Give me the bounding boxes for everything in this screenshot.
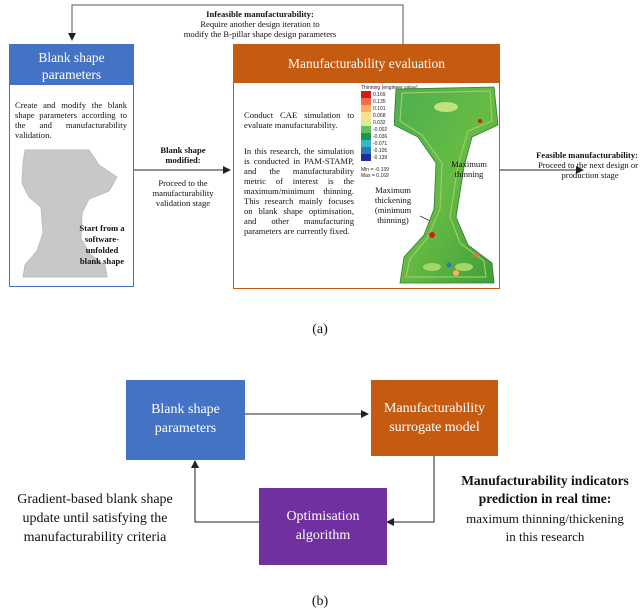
max-thinning-line2: thinning: [454, 169, 484, 179]
feasible-label: Feasible manufacturability: Proceed to t…: [500, 150, 640, 180]
blank-shape-box: Blank shape parameters Create and modify…: [9, 44, 134, 287]
legend-swatch: [361, 98, 371, 105]
legend-value: 0.101: [373, 105, 386, 112]
legend-row: 0.169: [361, 91, 418, 98]
legend-title: Thinning (engineer value): [361, 85, 418, 91]
blank-modified-text: Proceed to the manufacturability validat…: [138, 178, 228, 208]
legend-value: -0.002: [373, 126, 388, 133]
eval-para1: Conduct CAE simulation to evaluate manuf…: [244, 110, 354, 130]
feedback-line2: modify the B-pillar shape design paramet…: [183, 29, 337, 39]
legend-value: -0.036: [373, 133, 388, 140]
feedback-line1: Require another design iteration to: [200, 19, 320, 29]
b-left-line3: manufacturability criteria: [23, 530, 167, 545]
b-right-text: Manufacturability indicators prediction …: [452, 472, 638, 546]
legend-value: -0.071: [373, 140, 388, 147]
legend-swatch: [361, 126, 371, 133]
b-pillar-simulation-image: [394, 86, 499, 284]
legend-value: 0.135: [373, 98, 386, 105]
b-left-line2: update until satisfying the: [22, 511, 168, 526]
blank-shape-image: [21, 149, 118, 278]
start-line4: blank shape: [79, 256, 125, 266]
b-left-line1: Gradient-based blank shape: [17, 492, 173, 507]
b-blank-line2: parameters: [154, 421, 217, 436]
blank-modified-text1: Proceed to the: [158, 178, 208, 188]
legend-swatch: [361, 140, 371, 147]
b-blank-shape-box: Blank shape parameters: [126, 380, 245, 460]
legend-row: -0.071: [361, 140, 418, 147]
b-optim-line1: Optimisation: [286, 509, 360, 524]
start-line3: unfolded: [85, 245, 119, 255]
start-line2: software-: [84, 234, 120, 244]
legend-swatch: [361, 154, 371, 161]
legend-swatch: [361, 133, 371, 140]
blank-modified-text2: manufacturability: [152, 188, 214, 198]
b-right-line2: in this research: [505, 529, 585, 544]
b-optim-line2: algorithm: [295, 528, 351, 543]
legend-value: 0.032: [373, 119, 386, 126]
legend-swatch: [361, 112, 371, 119]
blank-modified-title1: Blank shape: [160, 145, 206, 155]
b-right-line1: maximum thinning/thickening: [466, 511, 624, 526]
feasible-line2: production stage: [561, 170, 619, 180]
max-thickening-line3: (minimum: [374, 205, 412, 215]
optim-to-blank-arrow: [191, 460, 259, 523]
caption-a: (a): [312, 322, 328, 337]
legend-min: Min = -0.139: [361, 167, 389, 173]
b-blank-line1: Blank shape: [151, 402, 220, 417]
blank-modified-text3: validation stage: [155, 198, 211, 208]
blank-shape-header: Blank shape parameters: [10, 45, 133, 85]
legend-row: -0.139: [361, 154, 418, 161]
b-optimisation-box: Optimisation algorithm: [259, 488, 387, 565]
legend-row: 0.068: [361, 112, 418, 119]
feasible-line1: Proceed to the next design or: [538, 160, 638, 170]
legend-row: 0.135: [361, 98, 418, 105]
feasible-title: Feasible manufacturability:: [536, 150, 638, 160]
legend-row: -0.002: [361, 126, 418, 133]
b-right-title2: prediction in real time:: [478, 491, 612, 506]
b-surrogate-line2: surrogate model: [389, 420, 480, 435]
legend-value: 0.068: [373, 112, 386, 119]
surrogate-to-optim-arrow: [386, 456, 435, 526]
max-thickening-line1: Maximum: [375, 185, 411, 195]
blank-modified-label: Blank shape modified:: [138, 145, 228, 165]
start-line1: Start from a: [79, 223, 125, 233]
blank-shape-description: Create and modify the blank shape parame…: [15, 100, 127, 140]
eval-para2: In this research, the simulation is cond…: [244, 146, 354, 236]
legend-value: -0.139: [373, 154, 388, 161]
legend-swatch: [361, 147, 371, 154]
legend-swatch: [361, 119, 371, 126]
eval-box: Manufacturability evaluation Conduct CAE…: [233, 44, 500, 289]
feedback-title: Infeasible manufacturability:: [206, 9, 314, 19]
b-surrogate-box: Manufacturability surrogate model: [371, 380, 498, 456]
b-surrogate-line1: Manufacturability: [383, 401, 486, 416]
legend-value: -0.105: [373, 147, 388, 154]
legend-max: Max = 0.169: [361, 173, 389, 179]
legend-row: -0.036: [361, 133, 418, 140]
legend-row: -0.105: [361, 147, 418, 154]
max-thickening-line4: thinning): [377, 215, 409, 225]
legend-swatch: [361, 91, 371, 98]
max-thinning-line1: Maximum: [451, 159, 487, 169]
blank-modified-title2: modified:: [165, 155, 201, 165]
start-from-label: Start from a software- unfolded blank sh…: [72, 223, 132, 267]
legend-row: 0.032: [361, 119, 418, 126]
blank-shape-title-line2: parameters: [41, 67, 102, 82]
legend-swatch: [361, 105, 371, 112]
eval-header: Manufacturability evaluation: [234, 45, 499, 83]
max-thinning-label: Maximum thinning: [446, 159, 492, 179]
b-left-text: Gradient-based blank shape update until …: [5, 490, 185, 547]
feedback-label: Infeasible manufacturability: Require an…: [110, 9, 410, 39]
max-thickening-label: Maximum thickening (minimum thinning): [365, 185, 421, 225]
caption-b: (b): [311, 594, 329, 609]
legend-row: 0.101: [361, 105, 418, 112]
blank-shape-title-line1: Blank shape: [38, 50, 105, 65]
legend-value: 0.169: [373, 91, 386, 98]
feedback-arrow: [68, 4, 404, 44]
max-thickening-line2: thickening: [374, 195, 412, 205]
b-right-title1: Manufacturability indicators: [461, 473, 629, 488]
